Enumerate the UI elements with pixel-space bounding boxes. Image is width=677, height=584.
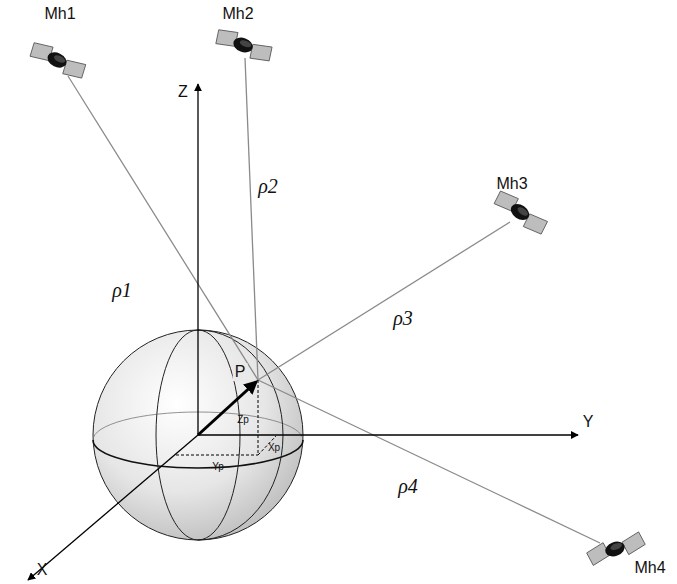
range-label: ρ2	[258, 175, 278, 197]
axis-label: Z	[178, 83, 188, 101]
coordinate-label: Xp	[268, 442, 280, 453]
axes	[28, 84, 578, 580]
range-label: ρ1	[112, 279, 132, 301]
point-label: P	[233, 363, 248, 381]
range-lines	[68, 58, 600, 543]
coordinate-label: Zp	[237, 414, 249, 425]
satellite	[213, 26, 274, 65]
axis-label: X	[37, 561, 48, 579]
axis-label: Y	[583, 413, 594, 431]
coordinate-lines	[176, 380, 276, 455]
satellite-label: Mh2	[222, 5, 253, 23]
satellite-label: Mh3	[496, 175, 527, 193]
range-label: ρ4	[398, 475, 418, 497]
satellite	[27, 39, 88, 82]
range-label: ρ3	[393, 307, 413, 329]
coordinate-label: Yp	[212, 461, 224, 472]
position-vector	[198, 382, 256, 435]
satellite-label: Mh4	[634, 559, 665, 577]
satellite-label: Mh1	[44, 5, 75, 23]
satellite	[491, 188, 550, 238]
